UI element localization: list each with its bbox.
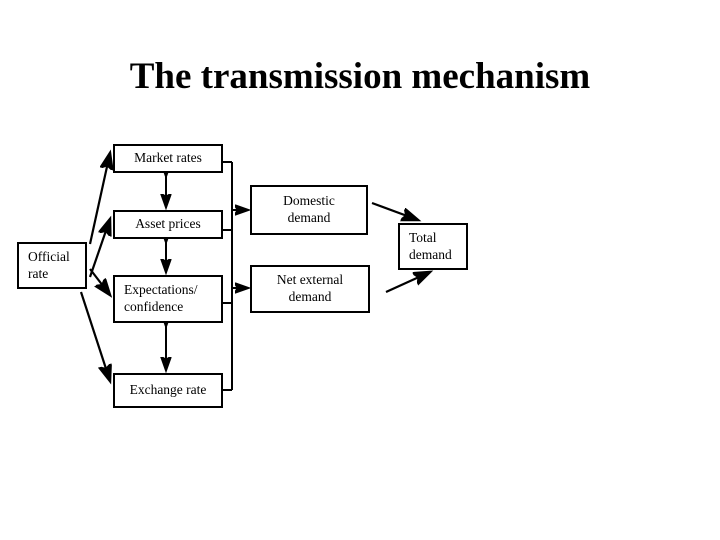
node-asset-prices[interactable]: Asset prices	[113, 210, 223, 239]
node-net-external-demand[interactable]: Net external demand	[250, 265, 370, 313]
node-total-demand[interactable]: Total demand	[398, 223, 468, 270]
node-exchange-rate-label: Exchange rate	[129, 382, 207, 398]
node-total-demand-label: Total demand	[409, 229, 452, 262]
node-expectations-confidence[interactable]: Expectations/ confidence	[113, 275, 223, 323]
node-official-rate-label: Official rate	[28, 248, 70, 281]
edge-official-to-exchange	[79, 291, 110, 381]
node-official-rate[interactable]: Official rate	[17, 242, 87, 289]
page-title: The transmission mechanism	[129, 56, 591, 97]
edge-net-external-to-total	[385, 272, 430, 294]
edge-official-to-market	[88, 153, 110, 245]
edge-domestic-to-total	[371, 201, 418, 220]
edge-official-to-asset	[88, 219, 110, 278]
edge-official-to-expectations	[89, 268, 110, 295]
node-domestic-demand[interactable]: Domestic demand	[250, 185, 368, 235]
node-asset-prices-label: Asset prices	[135, 216, 201, 232]
node-domestic-demand-label: Domestic demand	[283, 193, 335, 225]
node-expectations-confidence-label: Expectations/ confidence	[124, 282, 198, 314]
node-market-rates[interactable]: Market rates	[113, 144, 223, 173]
node-market-rates-label: Market rates	[134, 150, 202, 166]
node-net-external-demand-label: Net external demand	[276, 272, 344, 304]
node-exchange-rate[interactable]: Exchange rate	[113, 373, 223, 408]
